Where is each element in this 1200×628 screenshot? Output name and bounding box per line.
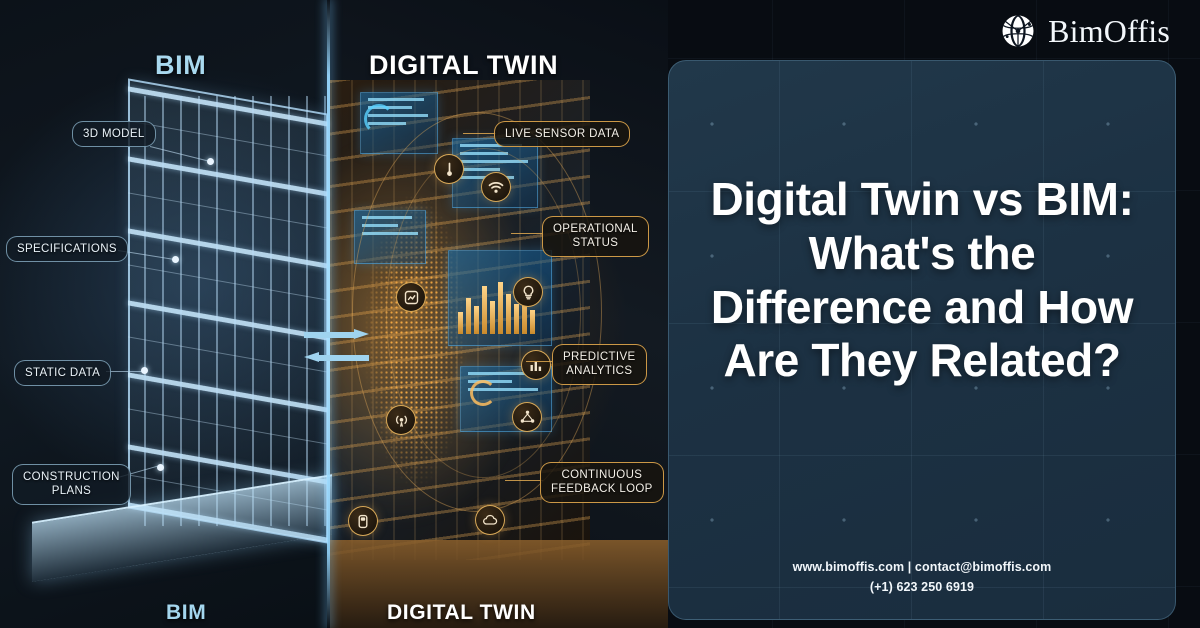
callout-leader: [511, 233, 543, 235]
bar-chart-icon: [521, 350, 551, 380]
callout-anchor-dot: [207, 158, 214, 165]
brand-lockup[interactable]: BimOffis: [999, 12, 1170, 50]
callout-leader: [463, 133, 496, 135]
content-panel: Digital Twin vs BIM: What's the Differen…: [668, 60, 1176, 620]
callout-anchor-dot: [172, 256, 179, 263]
bim-header-bottom: BIM: [166, 601, 207, 624]
contact-phone[interactable]: (+1) 623 250 6919: [869, 579, 975, 594]
callout-leader: [505, 480, 543, 482]
globe-network-icon: [999, 12, 1037, 50]
digital-twin-header-top: DIGITAL TWIN: [369, 50, 559, 80]
wifi-icon: [481, 172, 511, 202]
comparison-divider: [327, 0, 330, 628]
lightbulb-icon: [513, 277, 543, 307]
dt-ground-plane: [330, 540, 668, 628]
callout-leader: [106, 371, 144, 373]
panel-grid-lines: [669, 61, 1175, 619]
signal-tower-icon: [386, 405, 416, 435]
gauge-icon: [396, 282, 426, 312]
callout-leader: [526, 361, 553, 363]
callout-static-data[interactable]: STATIC DATA: [14, 360, 112, 387]
callout-predictive-analytics[interactable]: PREDICTIVE ANALYTICS: [552, 344, 647, 385]
cloud-sync-icon: [475, 505, 505, 535]
thermometer-icon: [434, 154, 464, 184]
callout-3d-model[interactable]: 3D MODEL: [72, 121, 156, 148]
callout-anchor-dot: [141, 367, 148, 374]
illustration-area: 3D MODEL SPECIFICATIONS STATIC DATA CONS…: [0, 0, 668, 628]
callout-construction-plans[interactable]: CONSTRUCTION PLANS: [12, 464, 131, 505]
contact-web-email[interactable]: www.bimoffis.com | contact@bimoffis.com: [792, 560, 1052, 575]
arrow-left-icon: [304, 352, 369, 363]
digital-twin-header-bottom: DIGITAL TWIN: [387, 601, 536, 624]
brand-name: BimOffis: [1048, 12, 1170, 49]
panel-grid-dots: [669, 61, 1175, 619]
callout-live-sensor-data[interactable]: LIVE SENSOR DATA: [494, 121, 631, 148]
bim-header-top: BIM: [155, 50, 207, 80]
dt-gauge-ring: [364, 104, 394, 134]
callout-anchor-dot: [157, 464, 164, 471]
page-title: Digital Twin vs BIM: What's the Differen…: [710, 173, 1134, 387]
arrow-right-icon: [304, 329, 369, 340]
contact-info: www.bimoffis.com | contact@bimoffis.com …: [669, 558, 1175, 597]
battery-icon: [348, 506, 378, 536]
callout-specifications[interactable]: SPECIFICATIONS: [6, 236, 128, 263]
orbit-arc: [386, 148, 581, 478]
network-nodes-icon: [512, 402, 542, 432]
callout-operational-status[interactable]: OPERATIONAL STATUS: [542, 216, 649, 257]
callout-continuous-feedback-loop[interactable]: CONTINUOUS FEEDBACK LOOP: [540, 462, 664, 503]
